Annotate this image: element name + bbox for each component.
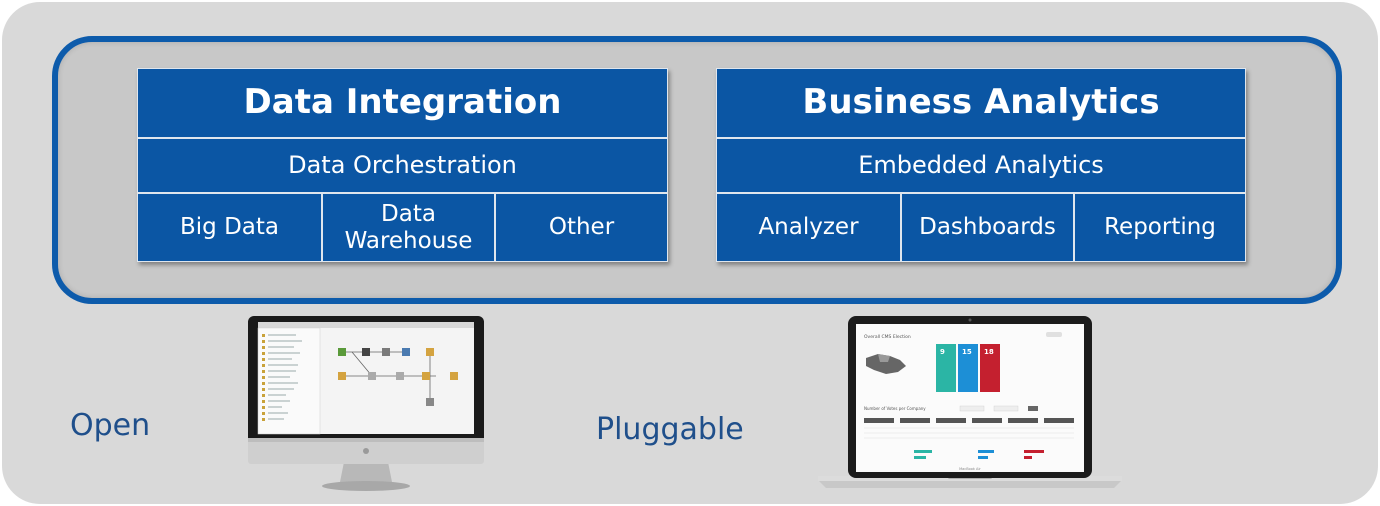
data-integration-block: Data Integration Data Orchestration Big … <box>137 68 668 262</box>
stat-1: 9 <box>940 348 945 356</box>
pluggable-label: Pluggable <box>596 412 744 447</box>
laptop-screen-title: Overall CMS Election <box>864 334 911 340</box>
analyzer-cell: Analyzer <box>716 193 901 262</box>
data-orchestration-cell: Data Orchestration <box>137 138 668 193</box>
stat-2: 15 <box>962 348 972 356</box>
laptop-brand: MacBook Air <box>959 467 981 471</box>
business-analytics-title: Business Analytics <box>716 68 1246 138</box>
embedded-analytics-cell: Embedded Analytics <box>716 138 1246 193</box>
data-warehouse-cell: Data Warehouse <box>322 193 495 262</box>
laptop-image: Overall CMS Election 9 15 18 Number of V… <box>818 316 1122 488</box>
big-data-cell: Big Data <box>137 193 322 262</box>
business-analytics-block: Business Analytics Embedded Analytics An… <box>716 68 1246 262</box>
desktop-monitor-image <box>248 316 484 491</box>
data-integration-title: Data Integration <box>137 68 668 138</box>
laptop-section-title: Number of Votes per Company <box>864 406 926 411</box>
other-cell: Other <box>495 193 668 262</box>
open-label: Open <box>70 408 151 443</box>
data-warehouse-label: Data Warehouse <box>344 201 473 254</box>
reporting-cell: Reporting <box>1074 193 1246 262</box>
dashboards-cell: Dashboards <box>901 193 1074 262</box>
stat-3: 18 <box>984 348 994 356</box>
